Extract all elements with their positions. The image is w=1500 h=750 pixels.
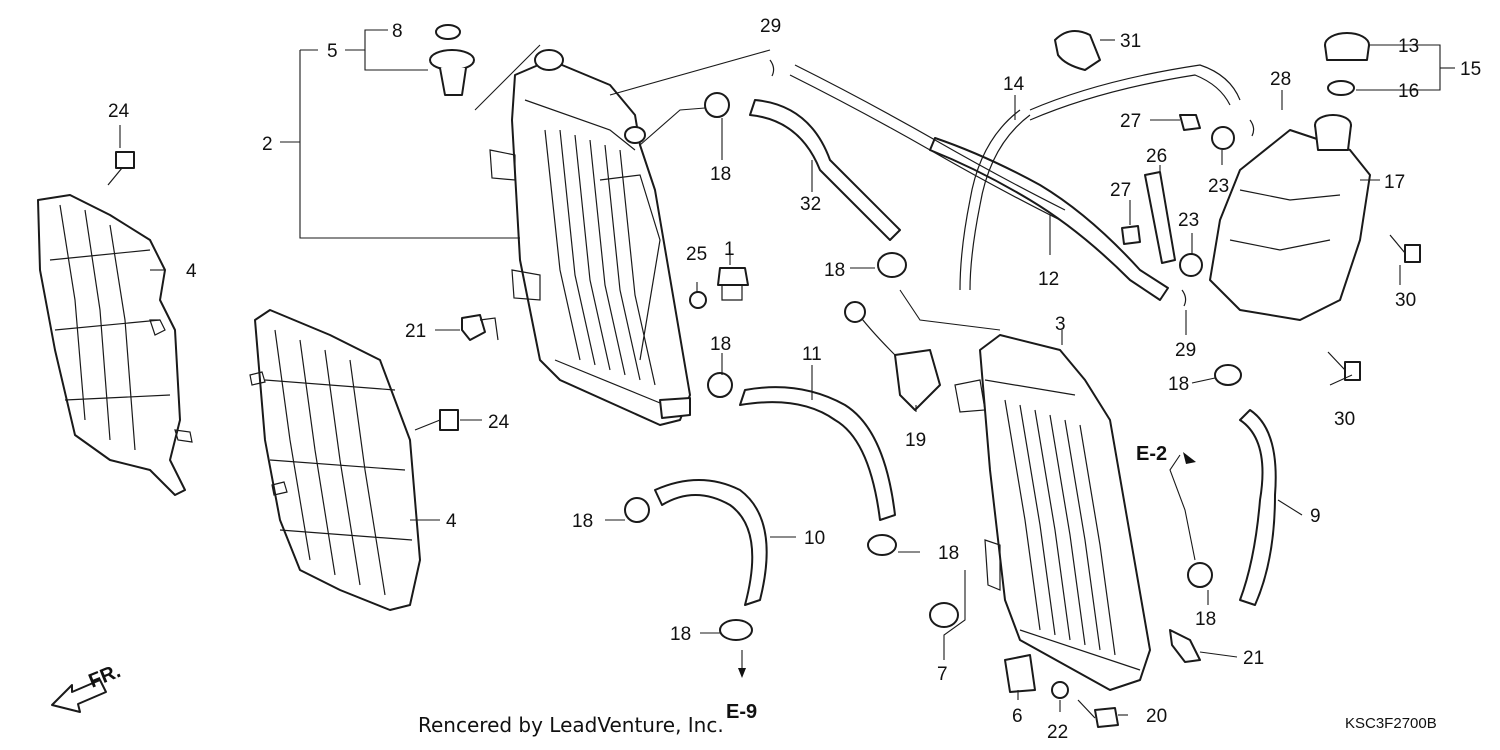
callout-30-lower: 30 [1334,409,1355,430]
callout-29-lower: 29 [1175,340,1196,361]
callout-18-d: 18 [1168,374,1189,395]
callout-4-upper: 4 [186,261,197,282]
callout-7: 7 [937,664,948,685]
callout-24-lower: 24 [488,412,510,433]
callout-18-b: 18 [824,260,845,281]
callout-24-upper: 24 [108,101,130,122]
callout-18-g: 18 [1195,609,1216,630]
radiator-right [954,334,1151,691]
callout-12: 12 [1038,269,1059,290]
callout-16: 16 [1398,81,1419,102]
reference-e9: E-9 [726,701,757,723]
callout-18-e: 18 [572,511,593,532]
footer-credit: Rencered by LeadVenture, Inc. [418,713,724,737]
callout-30-upper: 30 [1395,290,1416,311]
e9-arrow-icon [738,668,746,678]
shroud-upper [37,194,193,496]
reference-e2: E-2 [1136,443,1167,465]
callout-23-lower: 23 [1178,210,1199,231]
callout-23-upper: 23 [1208,176,1229,197]
front-arrow-icon [51,679,107,713]
callout-4-lower: 4 [446,511,457,532]
callout-22: 22 [1047,722,1068,743]
callout-5: 5 [327,41,338,62]
callout-20: 20 [1146,706,1167,727]
callout-1: 1 [724,239,735,260]
diagram-code: KSC3F2700B [1345,715,1437,732]
front-indicator: FR. [86,660,124,692]
callout-18-h: 18 [670,624,691,645]
callout-6: 6 [1012,706,1023,727]
callout-9: 9 [1310,506,1321,527]
callout-19: 19 [905,430,926,451]
callout-15: 15 [1460,59,1481,80]
callout-26: 26 [1146,146,1167,167]
callout-2: 2 [262,134,273,155]
callout-27-upper: 27 [1120,111,1141,132]
shroud-lower [249,309,421,611]
reserve-tank [1209,32,1371,321]
callout-14: 14 [1003,74,1025,95]
callout-18-f: 18 [938,543,959,564]
radiator-left [489,49,691,426]
callout-8: 8 [392,21,403,42]
small-parts [107,24,1421,728]
callout-10: 10 [804,528,825,549]
callout-29-upper: 29 [760,16,781,37]
callout-21-left: 21 [405,321,426,342]
callout-31: 31 [1120,31,1141,52]
callout-21-right: 21 [1243,648,1264,669]
leader-lines [119,29,1455,716]
callout-11: 11 [802,344,822,365]
callout-18-c: 18 [710,334,731,355]
callout-13: 13 [1398,36,1419,57]
callout-28: 28 [1270,69,1291,90]
hoses [654,64,1277,606]
callout-18-a: 18 [710,164,731,185]
callout-25: 25 [686,244,707,265]
callout-3: 3 [1055,314,1066,335]
callout-32: 32 [800,194,821,215]
e2-arrow-icon [1183,452,1196,464]
callout-17: 17 [1384,172,1405,193]
callout-27-lower: 27 [1110,180,1131,201]
